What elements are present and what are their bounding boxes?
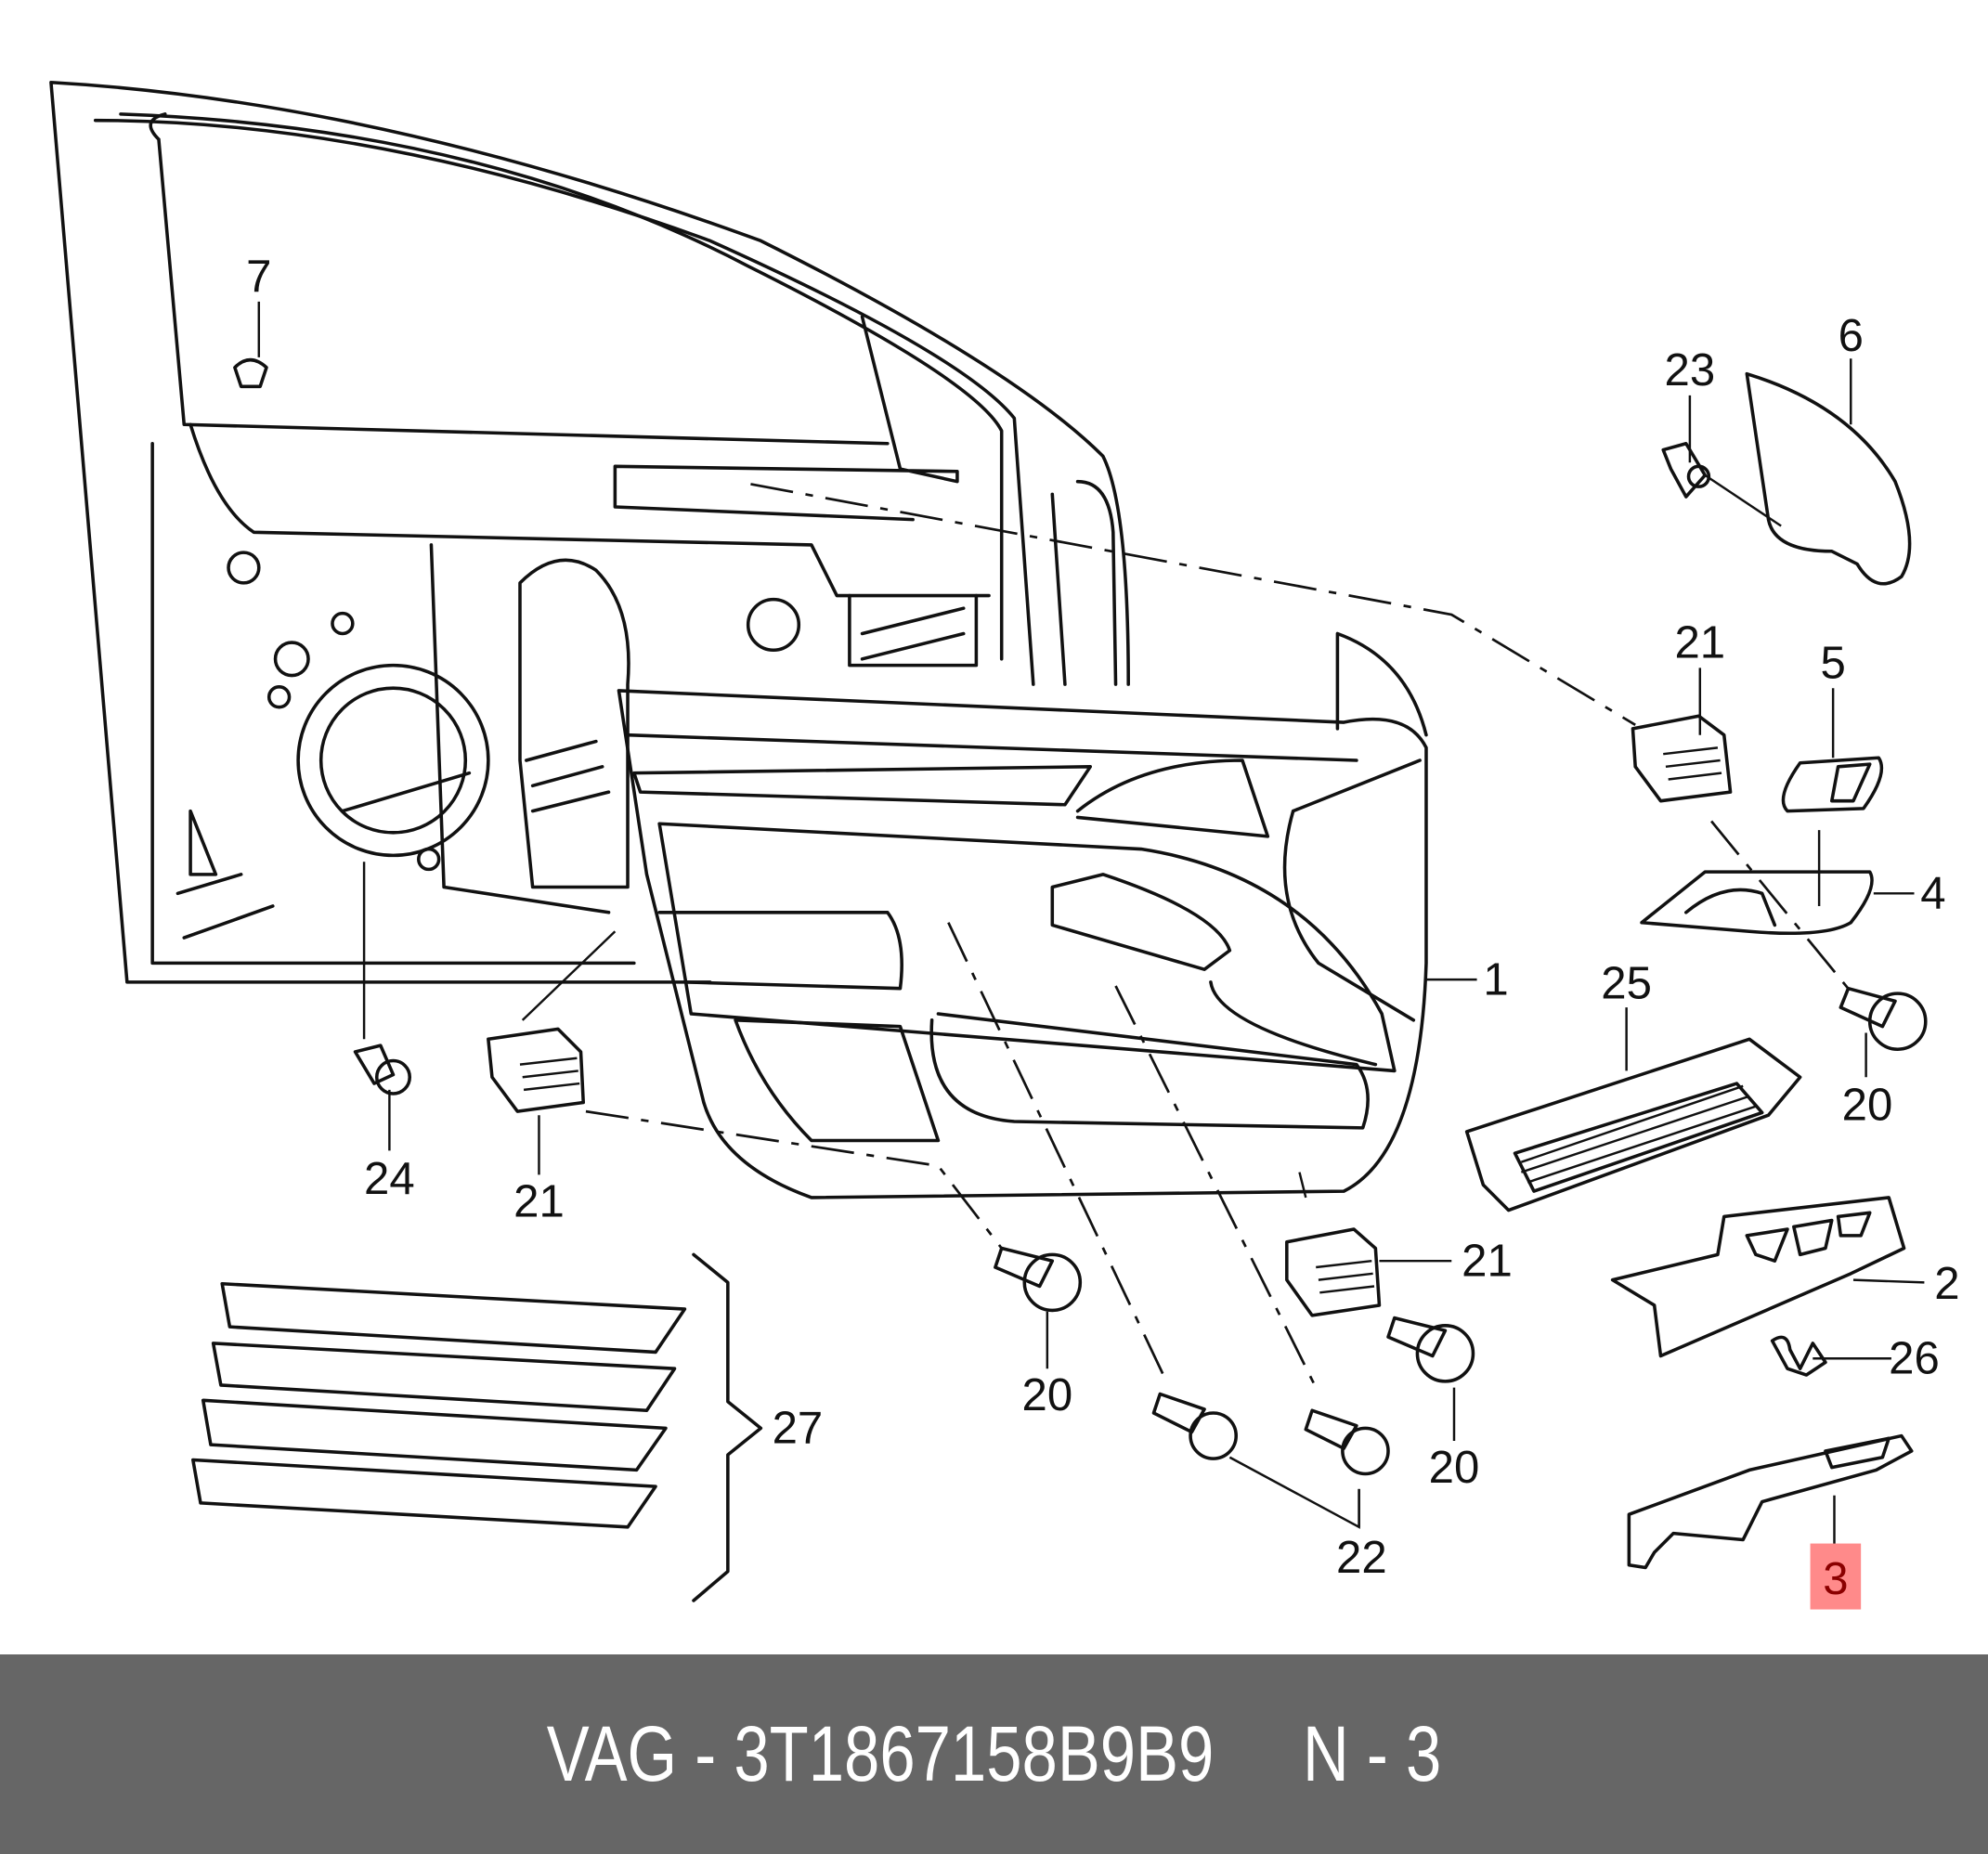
- callout-4[interactable]: 4: [1920, 869, 1945, 919]
- callout-1[interactable]: 1: [1483, 955, 1508, 1005]
- door-frame: [49, 80, 1130, 984]
- clip-24: [353, 1044, 412, 1096]
- part-3-trim: [1627, 1433, 1914, 1570]
- callout-23[interactable]: 23: [1665, 345, 1716, 395]
- vent-21: [487, 1027, 586, 1113]
- screw: [994, 1246, 1083, 1313]
- callout-21[interactable]: 21: [1674, 617, 1725, 668]
- screw: [1151, 1392, 1238, 1460]
- callout-20[interactable]: 20: [1429, 1443, 1480, 1493]
- part-number-footer: VAG - 3T1867158B9B9 N - 3: [0, 1654, 1988, 1854]
- part-2: [1610, 1196, 1906, 1358]
- part-27-strips: [191, 1252, 763, 1602]
- part-23-clip: [1661, 441, 1711, 499]
- callout-2[interactable]: 2: [1934, 1259, 1959, 1309]
- screw: [1386, 1316, 1475, 1383]
- screw: [1304, 1408, 1390, 1476]
- part-4: [1640, 870, 1874, 936]
- callout-3-highlighted[interactable]: 3: [1823, 1554, 1848, 1604]
- callout-24[interactable]: 24: [364, 1154, 415, 1204]
- callout-7[interactable]: 7: [246, 252, 271, 302]
- screw: [1839, 986, 1928, 1051]
- leader-lines: [257, 301, 1925, 1549]
- part-5: [1781, 756, 1884, 813]
- callout-26[interactable]: 26: [1889, 1334, 1940, 1384]
- callout-6[interactable]: 6: [1839, 311, 1864, 361]
- callout-20[interactable]: 20: [1842, 1081, 1893, 1131]
- callout-5[interactable]: 5: [1820, 638, 1845, 688]
- vent-21: [1631, 714, 1733, 803]
- callout-20[interactable]: 20: [1022, 1370, 1073, 1420]
- part-26-clip: [1770, 1335, 1827, 1377]
- dashed-assembly-lines: [585, 483, 1855, 1389]
- callout-27[interactable]: 27: [773, 1404, 824, 1454]
- vent-21: [1285, 1227, 1382, 1317]
- highlight-box: [1810, 1543, 1862, 1610]
- callout-21[interactable]: 21: [1462, 1237, 1513, 1287]
- part-25-grille: [1464, 1037, 1802, 1212]
- callout-22[interactable]: 22: [1336, 1533, 1387, 1583]
- part-number-text: VAG - 3T1867158B9B9 N - 3: [546, 1710, 1442, 1797]
- callout-labels: 7 6 23 21 5 4 1 25 20 24 21 21 2 20 26 2…: [246, 252, 1960, 1604]
- callout-25[interactable]: 25: [1601, 959, 1652, 1009]
- clip-7: [233, 357, 268, 389]
- part-6: [1745, 371, 1912, 586]
- callout-21[interactable]: 21: [513, 1176, 565, 1226]
- door-trim-panel: [617, 631, 1428, 1199]
